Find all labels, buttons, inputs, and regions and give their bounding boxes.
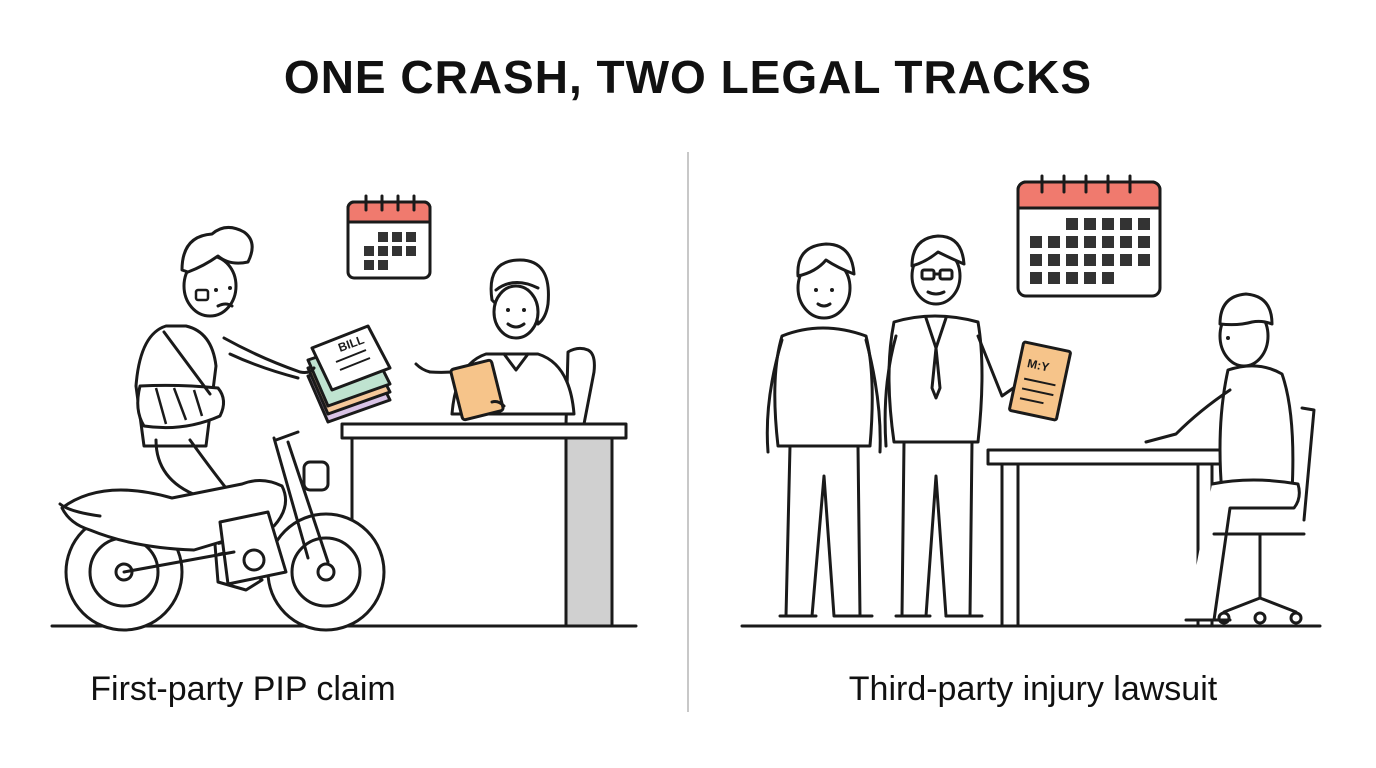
calendar-day-cell <box>1102 254 1114 266</box>
right-panel: M:Y Third-party <box>720 140 1350 708</box>
calendar-day-cell <box>1048 254 1060 266</box>
calendar-day-cell <box>1030 254 1042 266</box>
attorney-figure <box>883 234 1024 618</box>
calendar-icon <box>1016 174 1162 298</box>
left-panel: BILL <box>40 140 660 708</box>
motorcycle <box>58 430 386 632</box>
calendar-day-cell <box>1138 236 1150 248</box>
client-figure <box>765 242 882 618</box>
calendar-day-cell <box>1102 272 1114 284</box>
calendar-day-cell <box>1138 254 1150 266</box>
insurance-agent-figure <box>414 258 576 422</box>
calendar-day-cell <box>1030 272 1042 284</box>
calendar-icon <box>346 194 432 280</box>
calendar-day-cell <box>1048 236 1060 248</box>
calendar-day-cell <box>1066 236 1078 248</box>
calendar-day-cell <box>1120 218 1132 230</box>
defense-representative-figure <box>1144 292 1316 625</box>
calendar-day-cell <box>1048 272 1060 284</box>
document-label: M:Y <box>1026 356 1050 374</box>
calendar-day-cell <box>1066 218 1078 230</box>
calendar-day-cell <box>1120 236 1132 248</box>
medical-bills-stack: BILL <box>306 324 392 424</box>
calendar-day-cell <box>1102 236 1114 248</box>
page-title: ONE CRASH, TWO LEGAL TRACKS <box>283 51 1093 103</box>
calendar-day-cell <box>1138 218 1150 230</box>
right-caption: Third-party injury lawsuit <box>848 670 1218 708</box>
calendar-day-cell <box>1030 236 1042 248</box>
calendar-day-cell <box>1084 254 1096 266</box>
desk <box>340 422 628 628</box>
calendar-day-cell <box>1084 236 1096 248</box>
calendar-day-cell <box>1120 254 1132 266</box>
panel-divider <box>687 152 689 712</box>
calendar-day-cell <box>1066 254 1078 266</box>
legal-document: M:Y <box>1008 340 1072 422</box>
calendar-day-cell <box>1066 272 1078 284</box>
calendar-day-cell <box>1084 218 1096 230</box>
calendar-day-cell <box>1102 218 1114 230</box>
left-caption: First-party PIP claim <box>90 670 396 708</box>
calendar-day-cell <box>1084 272 1096 284</box>
